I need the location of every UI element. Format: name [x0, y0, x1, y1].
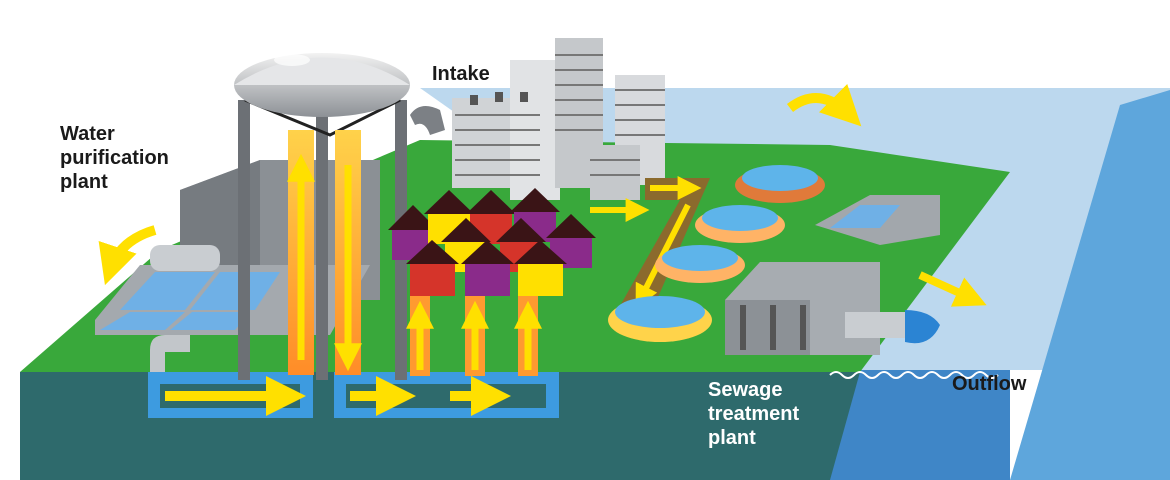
- houses: [388, 188, 596, 376]
- underground-pipes: [148, 372, 559, 418]
- water-purification-plant-label: Water purification plant: [60, 123, 169, 193]
- treatment-tanks: [608, 83, 862, 342]
- flow-arrow: [98, 225, 157, 286]
- water-tower: [234, 53, 445, 380]
- intake-label: Intake: [432, 63, 490, 85]
- outflow-ripples: [829, 371, 999, 379]
- sewage-plant-building: [725, 195, 987, 355]
- sewage-channel: [590, 176, 710, 320]
- sewage-treatment-plant-label: Sewage treatment plant: [708, 379, 800, 449]
- city-buildings: [452, 38, 665, 200]
- outflow-label: Outflow: [952, 373, 1027, 395]
